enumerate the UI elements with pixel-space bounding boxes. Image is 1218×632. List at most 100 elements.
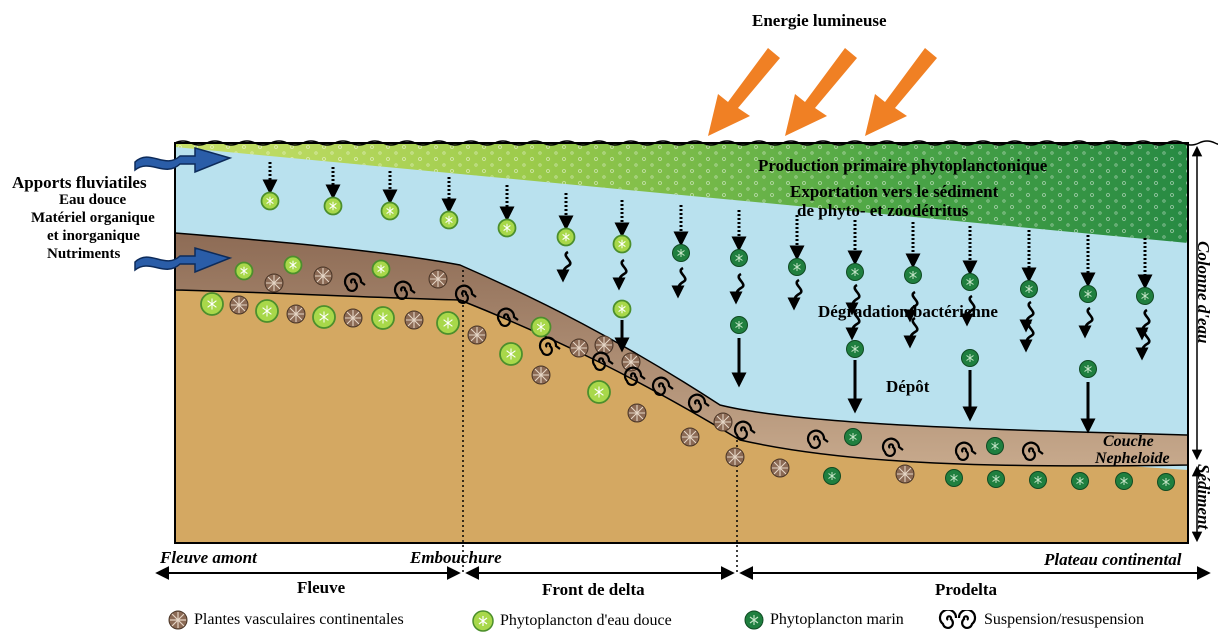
marine-phyto-pattern — [828, 472, 836, 480]
plant-particle-pattern — [682, 429, 698, 445]
marine-phyto-pattern — [1120, 477, 1128, 485]
degradation-arrow — [960, 294, 976, 327]
spiral-resuspension — [538, 336, 561, 356]
legend-label: Plantes vasculaires continentales — [194, 611, 404, 628]
degradation-arrow — [903, 316, 919, 349]
freshwater-phytoplankton-icon — [472, 610, 494, 632]
mouth-label: Embouchure — [410, 548, 502, 567]
freshwater-phyto-pattern — [618, 304, 626, 314]
primary-production-label: Production primaire phytoplanctonique — [758, 156, 1048, 175]
plant-particle-pattern — [629, 405, 645, 421]
degradation-arrow — [612, 258, 628, 291]
degradation-arrow — [1019, 320, 1035, 353]
freshwater-phyto-pattern — [329, 201, 337, 211]
nepheloid-label-line2: Nepheloide — [1095, 450, 1170, 467]
marine-phyto-pattern — [1084, 290, 1092, 298]
river-arrow-bottom — [134, 247, 233, 274]
marine-phyto-pattern — [992, 475, 1000, 483]
marine-phyto-pattern — [849, 433, 857, 441]
river-zone-label: Fleuve — [297, 578, 346, 597]
degradation-arrow — [1135, 308, 1151, 341]
marine-phyto-pattern — [677, 249, 685, 257]
delta-front-zone-label: Front de delta — [542, 580, 645, 599]
legend-item-freshwater-phytoplankton: Phytoplancton d'eau douce — [472, 610, 672, 632]
marine-phyto-pattern — [950, 474, 958, 482]
freshwater-phyto-pattern — [562, 232, 570, 242]
plant-particle-pattern — [571, 340, 587, 356]
marine-phyto-pattern — [793, 263, 801, 271]
marine-phyto-pattern — [991, 442, 999, 450]
marine-phyto-pattern — [1141, 292, 1149, 300]
spiral-resuspension — [954, 441, 977, 461]
plant-particle-pattern — [897, 466, 913, 482]
degradation-arrow — [845, 308, 861, 341]
degradation-arrow — [1019, 300, 1035, 333]
plant-particle-pattern — [533, 367, 549, 383]
spiral-resuspension — [687, 393, 710, 413]
upstream-label: Fleuve amont — [160, 548, 257, 567]
river-input-heading: Apports fluviatiles — [12, 173, 147, 192]
water-column-label: Colonne d'eau — [1194, 241, 1213, 344]
freshwater-phyto-pattern — [378, 312, 388, 324]
freshwater-phyto-pattern — [319, 311, 329, 323]
freshwater-phyto-pattern — [240, 266, 248, 276]
plant-particle-pattern — [266, 275, 282, 291]
freshwater-phyto-pattern — [445, 215, 453, 225]
degradation-arrow — [845, 283, 861, 316]
export-label-line2: de phyto- et zoodétritus — [797, 201, 969, 220]
freshwater-phyto-pattern — [594, 386, 604, 398]
spiral-resuspension — [623, 366, 646, 386]
spiral-resuspension — [496, 307, 519, 327]
nepheloid-label-line1: Couche — [1103, 433, 1154, 450]
marine-phyto-pattern — [735, 321, 743, 329]
plant-particle-pattern — [715, 414, 731, 430]
freshwater-phyto-pattern — [386, 206, 394, 216]
legend-item-suspension: Suspension/resuspension — [938, 610, 1144, 630]
plant-particle-pattern — [469, 327, 485, 343]
shelf-label: Plateau continental — [1044, 550, 1182, 569]
plant-particle-pattern — [288, 306, 304, 322]
legend-label: Phytoplancton d'eau douce — [500, 612, 672, 629]
prodelta-zone-label: Prodelta — [935, 580, 998, 599]
legend-item-marine-phytoplankton: Phytoplancton marin — [744, 610, 904, 630]
marine-phyto-pattern — [1025, 285, 1033, 293]
legend-item-vascular-plants: Plantes vasculaires continentales — [168, 610, 404, 630]
legend-label: Suspension/resuspension — [984, 611, 1144, 628]
plant-particle-pattern — [345, 310, 361, 326]
sediment-label: Sédiment — [1194, 464, 1213, 530]
light-energy-label: Energie lumineuse — [752, 11, 887, 30]
freshwater-phyto-pattern — [443, 317, 453, 329]
river-inflow-arrows — [134, 147, 233, 274]
river-input-item: Matériel organique — [31, 210, 155, 226]
degradation-arrow — [903, 290, 919, 323]
plant-particle-pattern — [430, 271, 446, 287]
degradation-arrow — [556, 250, 572, 283]
freshwater-phyto-pattern — [536, 322, 546, 332]
marine-phyto-pattern — [966, 278, 974, 286]
marine-phyto-pattern — [735, 254, 743, 262]
marine-phyto-pattern — [1162, 478, 1170, 486]
spiral-icon — [938, 610, 977, 629]
plant-particle-pattern — [623, 354, 639, 370]
light-arrows — [708, 48, 937, 136]
freshwater-phyto-pattern — [618, 239, 626, 249]
river-input-item: Eau douce — [59, 192, 127, 208]
marine-phyto-pattern — [1076, 477, 1084, 485]
degradation-arrow — [1078, 306, 1094, 339]
spiral-resuspension — [454, 284, 477, 304]
marine-phyto-pattern — [1084, 365, 1092, 373]
spiral-resuspension — [591, 351, 614, 371]
sediment-layer — [175, 290, 1188, 543]
marine-phyto-pattern — [851, 345, 859, 353]
marine-phyto-pattern — [1034, 476, 1042, 484]
diagram-frame — [174, 142, 1189, 544]
freshwater-phyto-pattern — [377, 264, 385, 274]
light-arrow-2 — [785, 48, 857, 136]
spiral-resuspension — [806, 429, 829, 449]
bacterial-degradation-label: Dégradation bactérienne — [818, 302, 998, 321]
marine-phytoplankton-icon — [744, 610, 764, 630]
marine-phyto-pattern — [909, 271, 917, 279]
freshwater-phyto-pattern — [262, 305, 272, 317]
river-input-item: et inorganique — [47, 228, 140, 244]
spiral-resuspension — [733, 420, 756, 440]
